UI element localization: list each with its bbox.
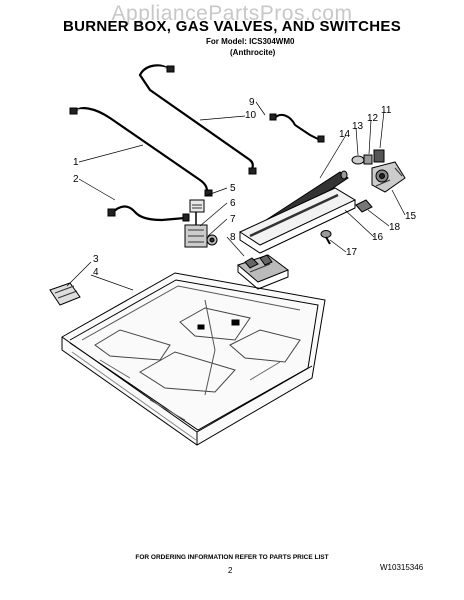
callout-18: 18 <box>389 222 401 233</box>
callout-14: 14 <box>339 129 351 140</box>
part-16-tray <box>238 187 357 254</box>
callout-2: 2 <box>73 174 79 185</box>
callout-3: 3 <box>93 254 99 265</box>
model-label: For Model: ICS304WM0 <box>206 37 295 46</box>
part-2-gas-tube <box>107 205 190 222</box>
callout-7: 7 <box>230 214 236 225</box>
callout-5: 5 <box>230 183 236 194</box>
document-number: W10315346 <box>380 563 424 572</box>
callout-6: 6 <box>230 198 236 209</box>
page-title: BURNER BOX, GAS VALVES, AND SWITCHES <box>62 18 402 35</box>
variant-label: (Anthrocite) <box>230 48 276 57</box>
watermark: AppliancePartsPros.com <box>111 2 353 25</box>
part-8-switch <box>237 254 290 290</box>
part-10-gas-tube <box>138 64 257 175</box>
callout-15: 15 <box>405 211 417 222</box>
fittings-upper-right <box>351 149 385 165</box>
burner-box <box>61 272 326 446</box>
part-15-gas-valve <box>371 161 406 193</box>
callout-labels: 1 2 3 4 5 6 7 8 9 10 11 12 13 14 15 16 1… <box>73 97 417 278</box>
callout-9: 9 <box>249 97 255 108</box>
part-18-clip <box>355 199 373 213</box>
page-number: 2 <box>228 566 233 575</box>
valve-assembly-left <box>184 199 218 248</box>
callout-8: 8 <box>230 232 236 243</box>
callout-16: 16 <box>372 232 384 243</box>
callout-17: 17 <box>346 247 358 258</box>
callout-11: 11 <box>381 105 392 116</box>
callout-4: 4 <box>93 267 99 278</box>
part-17-screw <box>320 230 332 245</box>
callout-1: 1 <box>73 157 79 168</box>
callout-13: 13 <box>352 121 364 132</box>
callout-10: 10 <box>245 110 257 121</box>
callout-12: 12 <box>367 113 379 124</box>
ordering-footer: FOR ORDERING INFORMATION REFER TO PARTS … <box>135 554 329 561</box>
part-3-bracket <box>49 282 81 306</box>
part-1-gas-tube <box>69 107 213 197</box>
leader-lines <box>66 101 406 291</box>
part-9-gas-tube <box>269 113 325 143</box>
